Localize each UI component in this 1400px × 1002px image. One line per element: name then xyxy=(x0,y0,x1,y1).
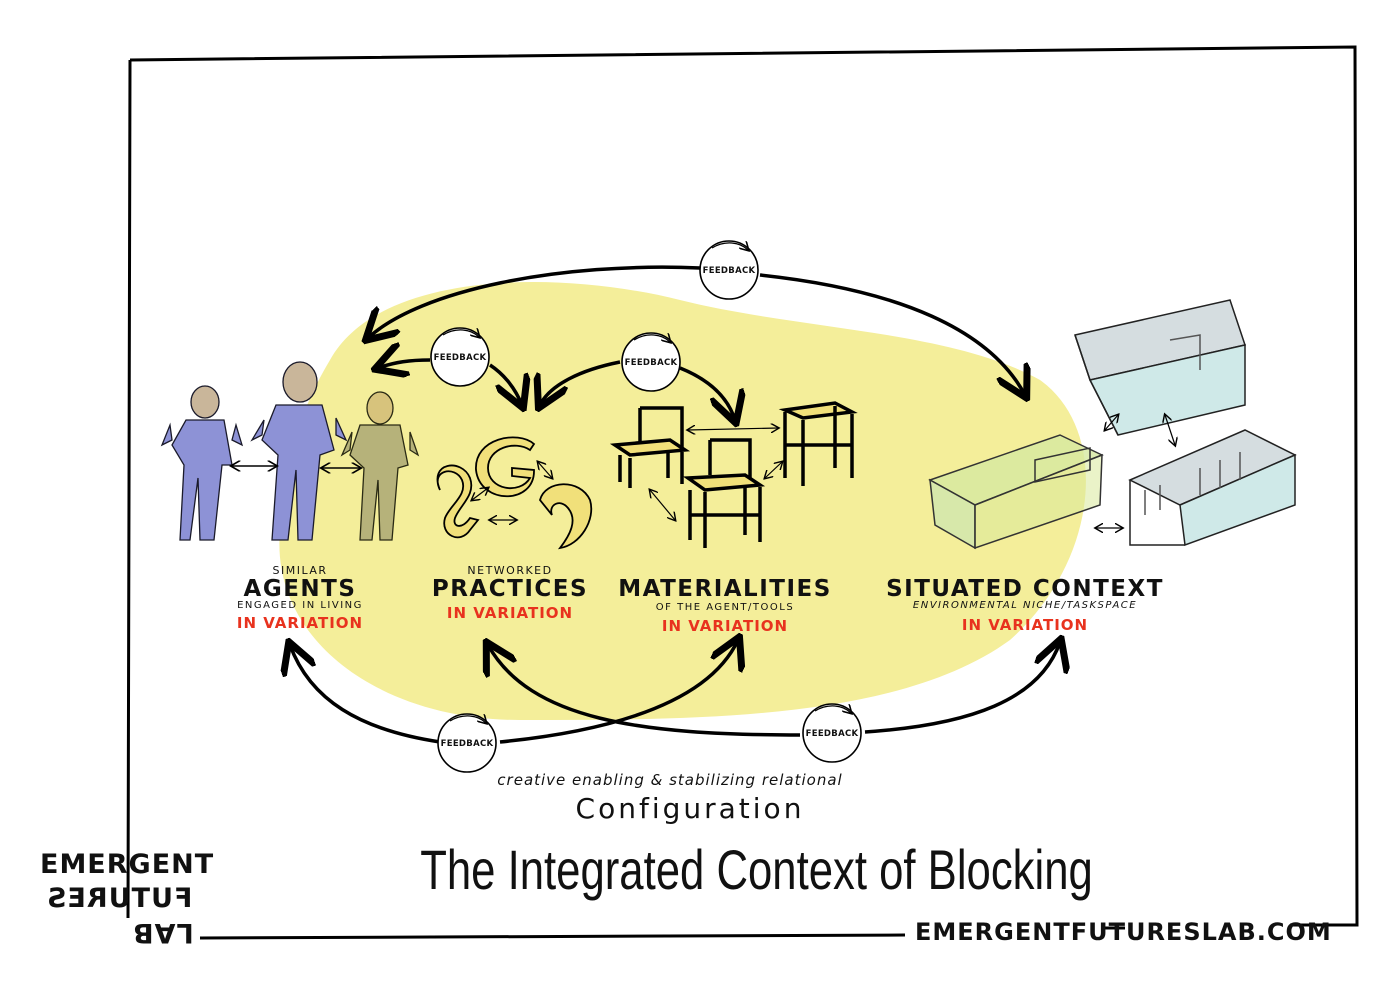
practice-link-1 xyxy=(472,488,488,500)
logo-line-3: LAB xyxy=(132,917,194,948)
material-link-2 xyxy=(650,490,675,520)
arrow-top-left xyxy=(368,265,701,338)
website-url: EMERGENTFUTURESLAB.COM xyxy=(915,918,1332,946)
material-link-1 xyxy=(688,428,778,430)
feedback-label-materialities: FEEDBACK xyxy=(624,358,678,368)
practices-title: PRACTICES xyxy=(431,576,589,602)
practice-curl xyxy=(539,483,593,550)
chair-center xyxy=(682,438,766,548)
chair-left xyxy=(609,406,691,488)
feedback-circle-top xyxy=(699,240,759,300)
feedback-circle-bottom-left xyxy=(437,713,497,773)
practices-pre: NETWORKED xyxy=(467,564,553,577)
material-link-3 xyxy=(765,462,782,478)
arrow-fb2-right xyxy=(679,366,735,420)
practice-link-3 xyxy=(538,462,552,478)
context-link-1 xyxy=(1105,415,1118,430)
arrow-bottom-practices xyxy=(488,645,801,737)
materialities-sub: OF THE AGENT/TOOLS xyxy=(655,602,795,613)
feedback-label-bottom-left: FEEDBACK xyxy=(440,739,494,749)
practices-variation: IN VARIATION xyxy=(446,604,574,622)
arrow-bottom-agents xyxy=(290,645,441,744)
feedback-circle-materialities xyxy=(621,332,681,392)
arrow-bottom-context xyxy=(864,642,1060,734)
agent-figure-1 xyxy=(160,385,244,541)
agent-figure-3 xyxy=(340,391,420,541)
practice-g-shape xyxy=(475,436,536,498)
page-title: The Integrated Context of Blocking xyxy=(420,838,1093,901)
configuration-title: Configuration xyxy=(575,792,805,825)
box-front xyxy=(928,434,1104,550)
feedback-label-top: FEEDBACK xyxy=(702,266,756,276)
feedback-circle-practices xyxy=(430,327,490,387)
context-link-2 xyxy=(1165,415,1175,445)
context-title: SITUATED CONTEXT xyxy=(886,576,1164,602)
arrow-fb1-right xyxy=(489,363,522,405)
arrow-bottom-materialities xyxy=(499,640,738,744)
agents-sub: ENGAGED IN LIVING xyxy=(237,600,363,611)
agents-title: AGENTS xyxy=(243,576,357,602)
logo-line-2: FUTURES xyxy=(46,883,193,914)
agent-figure-2 xyxy=(250,361,348,541)
highlight-blob xyxy=(279,282,1086,720)
feedback-label-practices: FEEDBACK xyxy=(433,353,487,363)
materialities-variation: IN VARIATION xyxy=(661,617,789,635)
table-right xyxy=(778,401,858,486)
arrow-fb1-left xyxy=(378,360,431,368)
agents-variation: IN VARIATION xyxy=(236,614,364,632)
materialities-title: MATERIALITIES xyxy=(618,576,832,602)
arrow-top-right xyxy=(759,273,1025,395)
practice-ampersand xyxy=(436,464,480,539)
feedback-circle-bottom-right xyxy=(802,703,862,763)
box-top xyxy=(1074,299,1246,436)
arrow-fb2-left xyxy=(540,360,621,405)
feedback-label-bottom-right: FEEDBACK xyxy=(805,729,859,739)
configuration-subtitle: creative enabling & stabilizing relation… xyxy=(497,771,843,789)
context-variation: IN VARIATION xyxy=(961,616,1089,634)
context-sub: ENVIRONMENTAL NICHE/TASKSPACE xyxy=(912,600,1138,611)
box-arches xyxy=(1128,429,1297,547)
agents-pre: SIMILAR xyxy=(272,564,328,577)
logo-line-1: EMERGENT xyxy=(40,849,215,880)
